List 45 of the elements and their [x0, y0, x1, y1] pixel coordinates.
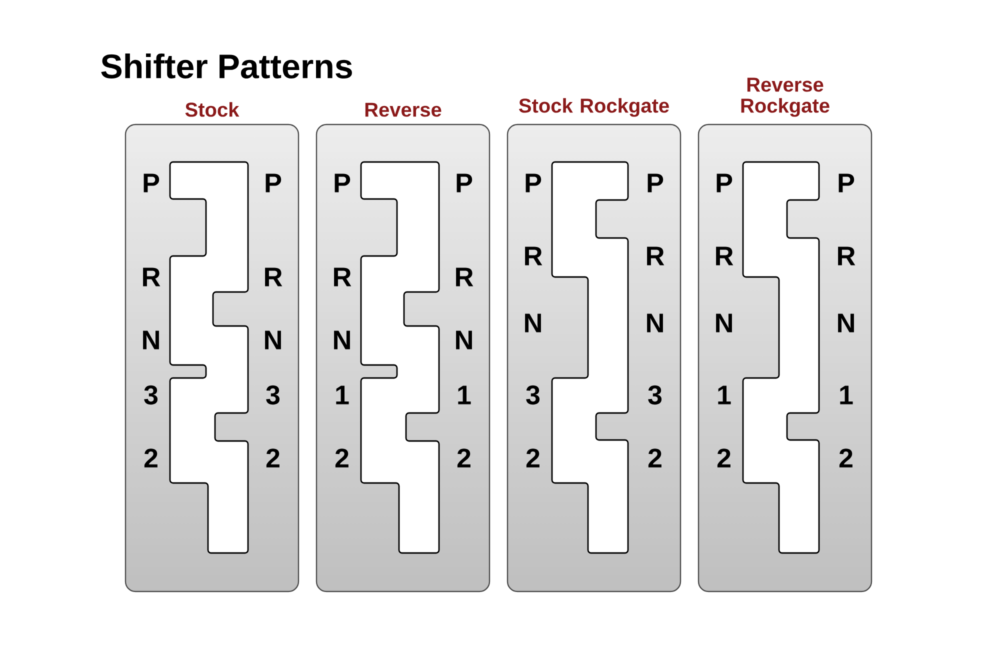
gear-label: 2 [457, 448, 470, 468]
gear-label: 2 [144, 448, 158, 468]
gear-label: P [716, 174, 732, 192]
gear-label: N [143, 330, 159, 350]
gear-label: 3 [526, 385, 540, 405]
gear-label: P [266, 174, 282, 192]
gear-label: 1 [840, 386, 853, 404]
gear-label: 2 [266, 448, 280, 468]
gear-label: P [456, 174, 472, 192]
gear-label: P [144, 174, 160, 192]
gear-label: 3 [144, 385, 158, 405]
gear-label: 1 [458, 386, 471, 404]
panel-heading: Stock Rockgate [519, 98, 669, 117]
gear-label: P [838, 174, 854, 192]
title: Shifter Patterns [101, 54, 352, 78]
gear-label: R [716, 246, 734, 266]
gear-label: N [334, 330, 350, 350]
panel-heading: Reverse [365, 102, 442, 117]
gear-label: R [456, 268, 474, 286]
gear-label: 2 [839, 448, 852, 468]
gear-label: N [647, 314, 663, 332]
gear-label: 3 [648, 385, 662, 405]
gear-label: P [526, 174, 542, 192]
gear-label: N [838, 314, 854, 332]
gear-label: 3 [266, 385, 280, 405]
gear-label: R [265, 268, 282, 286]
gear-label: R [838, 246, 856, 266]
gear-label: N [716, 314, 732, 332]
panel-heading: Reverse Rockgate [741, 78, 830, 117]
gear-label: N [265, 330, 281, 350]
gear-label: R [525, 246, 542, 266]
gear-label: R [647, 246, 664, 266]
gear-label: 2 [717, 448, 730, 468]
gear-label: R [143, 268, 160, 286]
gear-label: 1 [718, 386, 731, 404]
gear-label: 2 [526, 448, 540, 468]
gear-label: N [456, 330, 472, 350]
gear-label: N [525, 314, 541, 332]
gear-label: P [334, 174, 350, 192]
gear-label: 2 [335, 448, 348, 468]
gear-label: R [334, 268, 352, 286]
gear-label: P [648, 174, 664, 192]
gear-label: 1 [336, 386, 349, 404]
panel-heading: Stock [185, 102, 240, 117]
gear-label: 2 [648, 448, 662, 468]
